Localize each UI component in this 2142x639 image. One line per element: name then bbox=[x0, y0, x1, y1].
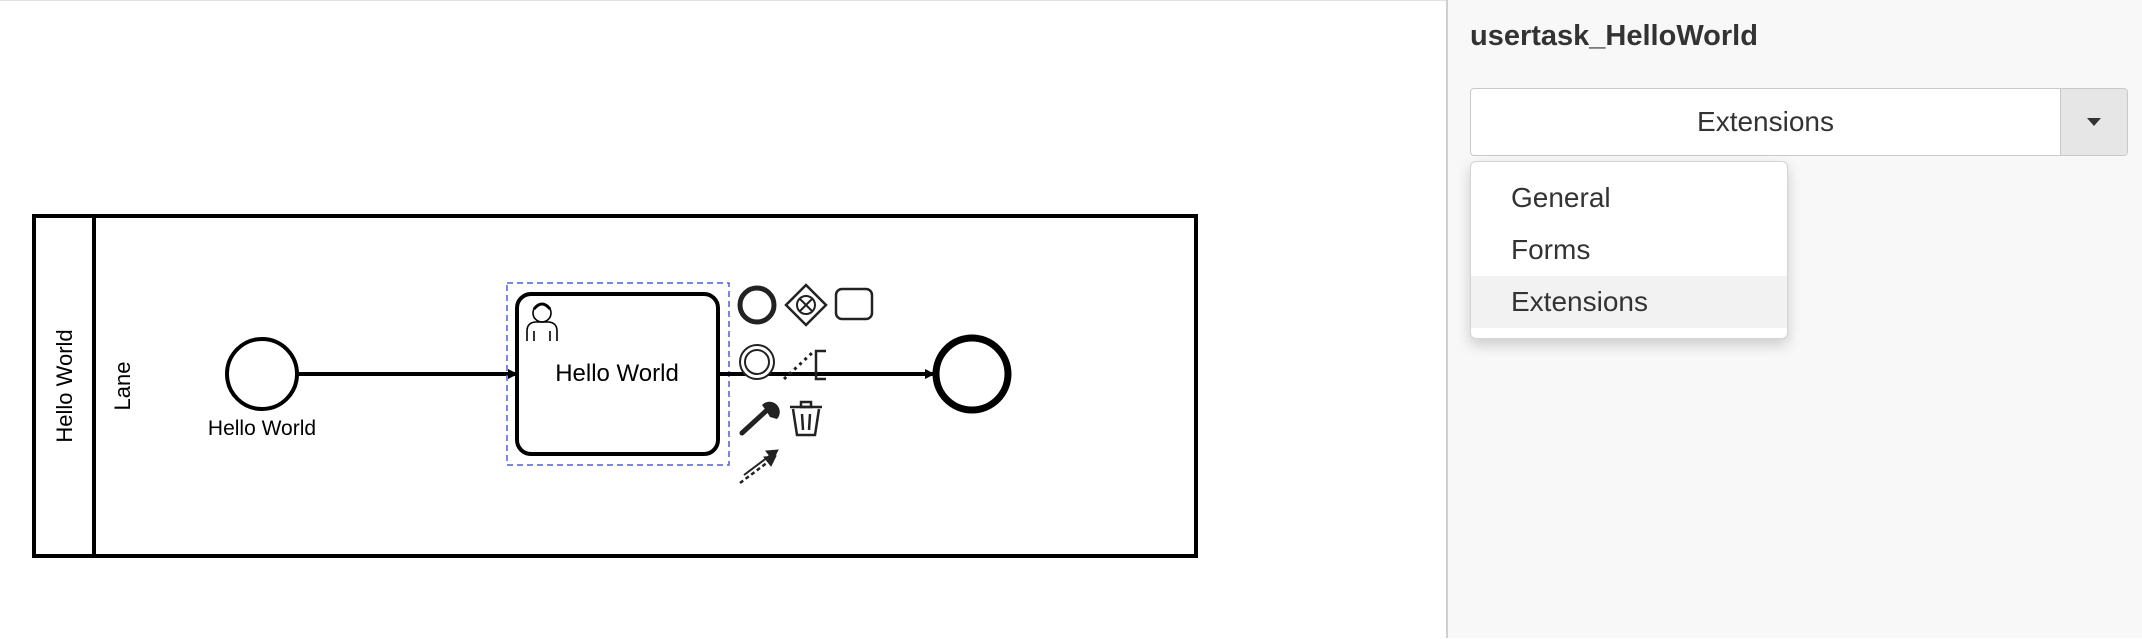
context-pad bbox=[735, 283, 874, 484]
panel-title: usertask_HelloWorld bbox=[1470, 20, 1758, 52]
start-event[interactable] bbox=[225, 337, 299, 411]
append-intermediate-event-icon[interactable] bbox=[739, 344, 775, 380]
tab-options-menu: General Forms Extensions bbox=[1470, 161, 1788, 339]
properties-panel: usertask_HelloWorld A Extensions General… bbox=[1446, 0, 2142, 638]
user-icon bbox=[526, 302, 558, 341]
connect-arrow-icon[interactable] bbox=[739, 449, 779, 484]
tab-option-general[interactable]: General bbox=[1511, 182, 1611, 213]
change-type-wrench-icon[interactable] bbox=[739, 401, 780, 436]
delete-trash-icon[interactable] bbox=[790, 400, 822, 437]
diagram-svg[interactable]: Hello World Lane Hello World Hello World bbox=[0, 1, 1446, 639]
dropdown-toggle-button[interactable] bbox=[2060, 89, 2127, 155]
caret-down-icon bbox=[2087, 118, 2101, 126]
bpmn-canvas[interactable]: Hello World Lane Hello World Hello World bbox=[0, 0, 1446, 638]
append-end-event-icon[interactable] bbox=[735, 284, 779, 328]
append-task-icon[interactable] bbox=[834, 287, 874, 321]
start-event-label: Hello World bbox=[208, 417, 316, 440]
tab-option-forms[interactable]: Forms bbox=[1511, 234, 1591, 265]
text-annotation-icon[interactable] bbox=[782, 349, 826, 381]
end-event[interactable] bbox=[932, 334, 1012, 414]
pool-label: Hello World bbox=[52, 329, 77, 442]
lane-label: Lane bbox=[110, 362, 135, 411]
task-label: Hello World bbox=[555, 360, 679, 387]
tab-select-dropdown[interactable]: Extensions bbox=[1470, 88, 2128, 156]
tab-option-extensions[interactable]: Extensions bbox=[1471, 276, 1787, 328]
append-gateway-icon[interactable] bbox=[784, 283, 828, 327]
tab-select-value: Extensions bbox=[1697, 106, 1834, 137]
